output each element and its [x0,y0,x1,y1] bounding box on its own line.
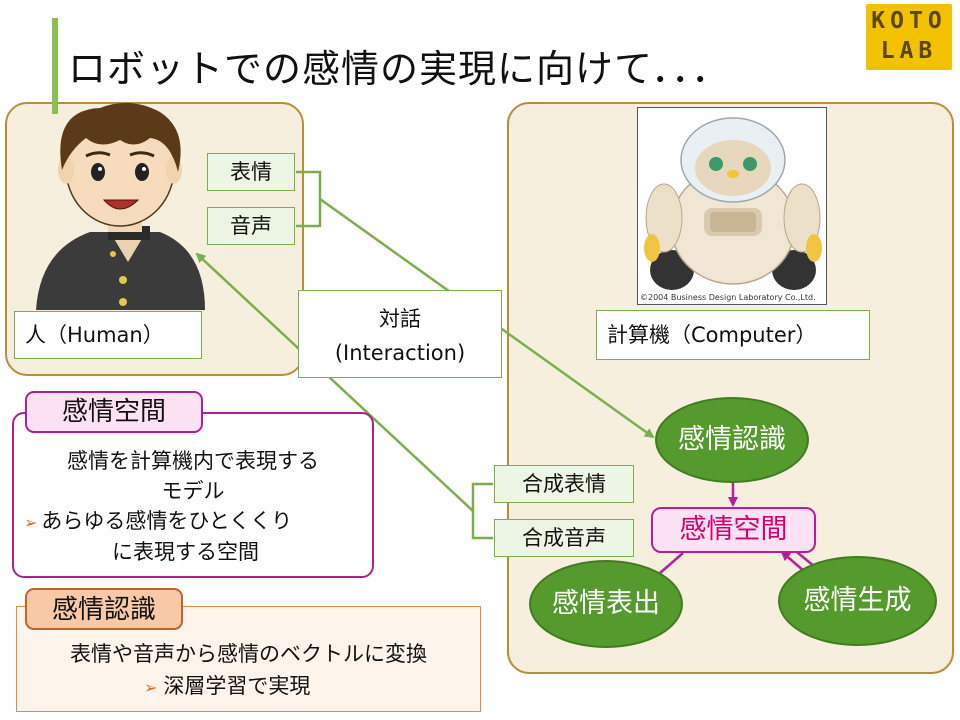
interaction-sublabel: (Interaction) [334,341,466,365]
emotion-recognition-bullet-text: 深層学習で実現 [163,674,311,698]
robot-photo: ©2004 Business Design Laboratory Co.,Ltd… [637,107,827,305]
emotion-recognition-heading: 感情認識 [25,588,183,630]
synth-voice-box: 合成音声 [494,519,634,557]
emotion-recognition-text: 表情や音声から感情のベクトルに変換 [70,642,427,666]
emotion-space-bullet-text: あらゆる感情をひとくくり [41,509,293,533]
voice-box: 音声 [207,207,295,245]
human-label: 人（Human） [14,311,202,359]
expression-box: 表情 [207,153,295,191]
emotion-space-text-2: モデル [161,479,225,503]
emotion-recognition-bullet: ➢ 深層学習で実現 [144,671,310,703]
bullet-arrow-icon: ➢ [144,678,158,697]
emotion-generation-node: 感情生成 [778,556,937,646]
emotion-expression-node: 感情表出 [529,560,683,648]
emotion-space-bullet: ➢あらゆる感情をひとくくり [24,506,292,538]
kotolab-logo: KOTO LAB [866,4,952,70]
emotion-space-text-1: 感情を計算機内で表現する [67,449,319,473]
bullet-arrow-icon: ➢ [24,513,38,532]
output-bracket [471,482,493,540]
computer-label: 計算機（Computer） [596,310,870,360]
student-figure [36,102,205,310]
emotion-recognition-node: 感情認識 [655,397,809,483]
robot-image [638,108,826,304]
logo-line-2: LAB [880,38,938,64]
title-accent-bar [52,18,58,114]
photo-credit: ©2004 Business Design Laboratory Co.,Ltd… [640,293,816,302]
logo-line-1: KOTO [871,8,947,34]
interaction-box: 対話 (Interaction) [298,290,502,378]
page-title: ロボットでの感情の実現に向けて．．． [68,47,731,91]
synth-expression-box: 合成表情 [494,465,634,503]
emotion-space-text-4: に表現する空間 [112,540,259,564]
emotion-space-node: 感情空間 [651,507,816,553]
emotion-space-heading: 感情空間 [25,391,203,433]
interaction-label: 対話 [379,307,421,331]
input-bracket [296,170,322,228]
arrow-to-human [195,252,474,512]
